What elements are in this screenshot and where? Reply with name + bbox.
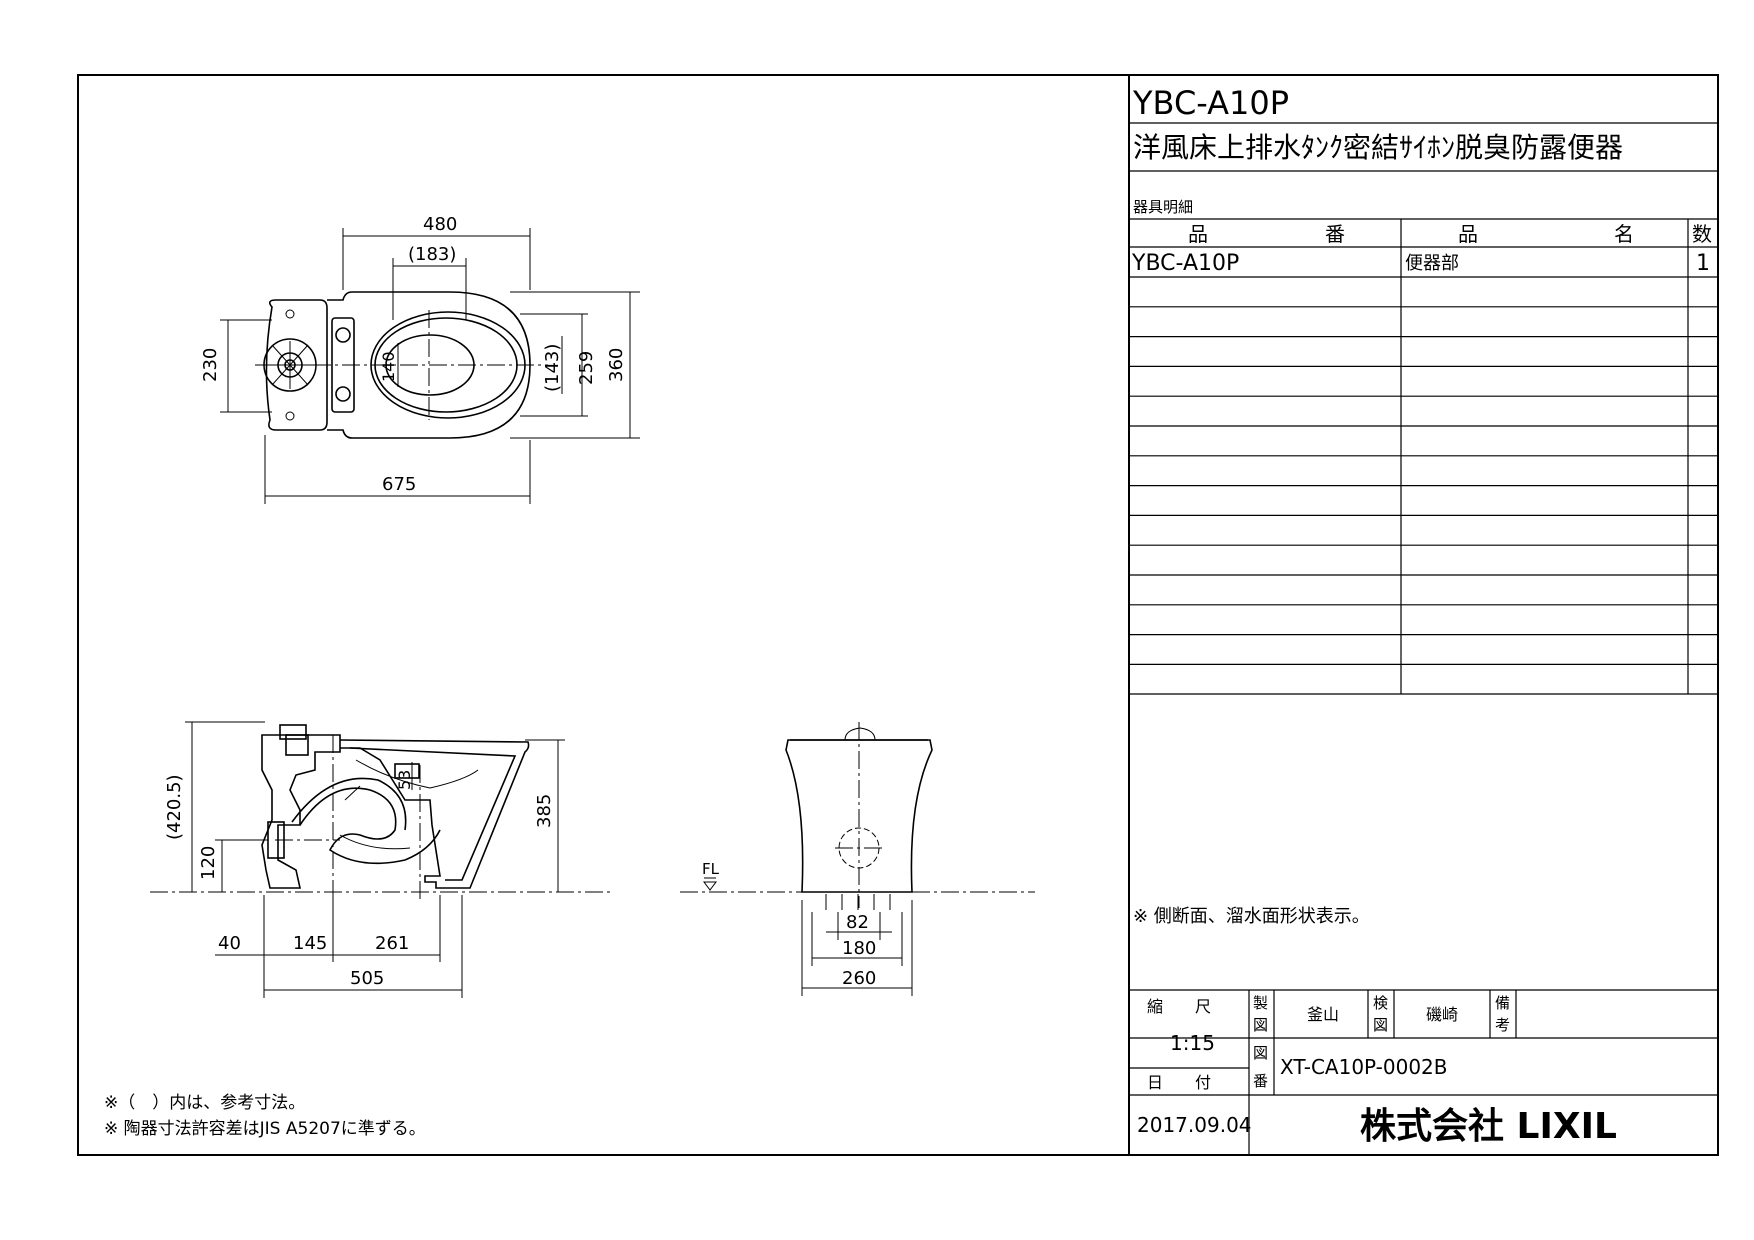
drawing-frame	[77, 74, 1719, 1156]
footnote-tolerance: ※ 陶器寸法許容差はJIS A5207に準ずる。	[104, 1119, 426, 1139]
drawing-no-label-1: 図	[1253, 1044, 1268, 1062]
date-value: 2017.09.04	[1137, 1113, 1252, 1137]
parts-list-label: 器具明細	[1133, 198, 1193, 216]
floor-level-label: FL	[702, 860, 720, 878]
floor-level-marker	[703, 877, 717, 891]
drawing-number: XT-CA10P-0002B	[1280, 1055, 1448, 1079]
dim-261: 261	[375, 933, 409, 954]
tank-outline	[265, 299, 328, 431]
front-body-outline	[785, 739, 933, 893]
dim-82: 82	[846, 912, 869, 933]
parts-row: YBC-A10P 便器部 1	[1131, 251, 1710, 276]
dim-40: 40	[218, 933, 241, 954]
dim-420-5: (420.5)	[164, 774, 185, 840]
date-label: 日 付	[1147, 1073, 1211, 1092]
part-qty: 1	[1696, 251, 1710, 276]
drawn-by: 釜山	[1307, 1005, 1339, 1024]
dim-505: 505	[350, 968, 384, 989]
dim-53: 53	[395, 770, 414, 790]
parts-table: 品 番 品 名 数 YBC-A10P 便器部 1	[1129, 218, 1718, 695]
bowl-body-outline	[339, 739, 530, 889]
dim-260: 260	[842, 968, 876, 989]
dim-145: 145	[293, 933, 327, 954]
dim-230: 230	[200, 348, 221, 382]
header-part-name-2: 名	[1614, 222, 1634, 246]
drawn-label-2: 図	[1253, 1016, 1268, 1034]
header-part-name-1: 品	[1458, 222, 1478, 246]
scale-value: 1:15	[1170, 1031, 1215, 1055]
dim-259: 259	[576, 351, 597, 385]
header-qty: 数	[1692, 222, 1712, 246]
drawn-label-1: 製	[1253, 994, 1268, 1012]
trapway	[299, 787, 441, 865]
checked-label-2: 図	[1373, 1016, 1388, 1034]
front-view: FL 82 180 260	[680, 722, 1035, 996]
dim-675: 675	[382, 474, 416, 495]
part-name: 便器部	[1405, 253, 1459, 274]
header-part-number-1: 品	[1188, 222, 1208, 246]
dim-140: 140	[379, 351, 398, 382]
revision-block: 縮 尺 1:15 日 付 2017.09.04 製 図 釜山 検 図 磯崎 備 …	[1129, 989, 1718, 1155]
checked-by: 磯崎	[1426, 1005, 1458, 1024]
dim-183: (183)	[408, 244, 456, 265]
remarks-label-1: 備	[1495, 994, 1510, 1012]
dim-120: 120	[198, 846, 219, 880]
checked-label-1: 検	[1373, 994, 1388, 1012]
dim-385: 385	[534, 794, 555, 828]
product-description: 洋風床上排水ﾀﾝｸ密結ｻｲﾎﾝ脱臭防露便器	[1133, 131, 1623, 164]
scale-label: 縮 尺	[1147, 997, 1211, 1016]
header-part-number-2: 番	[1325, 222, 1345, 246]
top-view: 480 (183) 230 140 (143) 259 360 675	[200, 214, 640, 504]
model-number: YBC-A10P	[1132, 84, 1289, 122]
dim-480: 480	[423, 214, 457, 235]
dim-143: (143)	[542, 344, 563, 392]
dim-180: 180	[842, 938, 876, 959]
section-note: ※ 側断面、溜水面形状表示。	[1133, 906, 1370, 927]
drawing-no-label-2: 番	[1253, 1072, 1268, 1090]
footnote-reference: ※（ ）内は、参考寸法。	[104, 1093, 305, 1113]
tank-base-outline	[261, 734, 341, 889]
company-name: 株式会社 LIXIL	[1360, 1106, 1617, 1147]
dim-360: 360	[606, 348, 627, 382]
part-number: YBC-A10P	[1131, 251, 1239, 276]
side-section-view: (420.5) 120 53 385 40 145 261 505	[150, 721, 612, 998]
title-block: YBC-A10P 洋風床上排水ﾀﾝｸ密結ｻｲﾎﾝ脱臭防露便器 器具明細 品 番 …	[1129, 84, 1718, 1155]
remarks-label-2: 考	[1495, 1016, 1510, 1034]
